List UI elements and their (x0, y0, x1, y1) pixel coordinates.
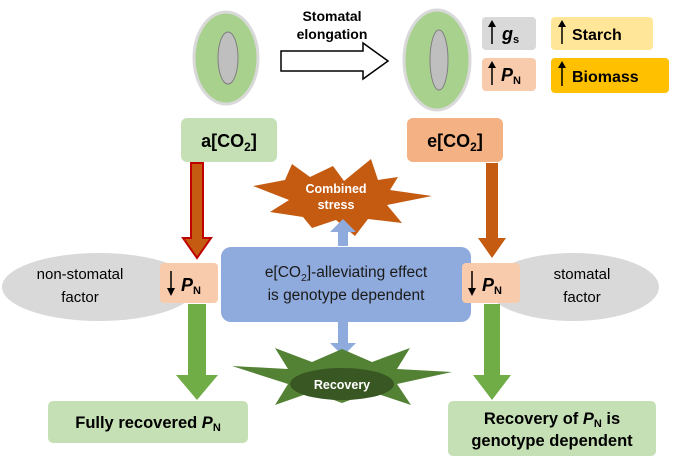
non-stomatal-ellipse (2, 253, 196, 321)
svg-text:PN: PN (482, 275, 502, 297)
center-down-arrow (330, 322, 356, 356)
stomatal-label-line1: stomatal (554, 266, 611, 283)
non-stomatal-label-line1: non-stomatal (37, 266, 124, 283)
pn-badge-top: PN (482, 58, 536, 91)
result-left-box: Fully recovered PN (48, 401, 248, 443)
genotype-effect-line2: is genotype dependent (268, 287, 426, 304)
down-arrow-icon (167, 288, 175, 296)
elevated-co2-box: e[CO2] (407, 118, 503, 162)
center-up-arrow (330, 219, 356, 246)
pn-down-right: PN (462, 263, 520, 303)
elevated-down-arrow (478, 163, 506, 258)
svg-text:genotype dependent: genotype dependent (471, 432, 633, 450)
stoma-left-icon (192, 10, 260, 106)
stomatal-label-line2: factor (563, 289, 601, 306)
gs-badge: gs (482, 17, 536, 50)
gs-symbol: g (501, 24, 513, 44)
elongation-arrow (280, 41, 390, 81)
stomatal-ellipse (487, 253, 659, 321)
up-arrow-icon (558, 61, 566, 68)
biomass-label: Biomass (572, 69, 639, 86)
elongation-label-line2: elongation (297, 26, 368, 42)
pn-top-symbol: P (501, 65, 514, 85)
svg-text:PN: PN (501, 65, 521, 87)
ambient-down-arrow (181, 162, 213, 260)
svg-text:e[CO2]: e[CO2] (427, 131, 483, 154)
gs-subscript: s (513, 34, 519, 46)
genotype-effect-line1: e[CO2]-alleviating effect (265, 264, 428, 284)
stoma-right-icon (402, 8, 472, 112)
pn-down-left: PN (160, 263, 218, 303)
recovery-label: Recovery (314, 378, 370, 392)
elongation-label-line1: Stomatal (302, 8, 361, 24)
pn-top-subscript: N (513, 75, 521, 87)
up-arrow-icon (558, 20, 566, 27)
starch-label: Starch (572, 27, 622, 44)
stress-label-line2: stress (318, 198, 355, 212)
combined-stress-star (253, 159, 432, 236)
non-stomatal-label-line2: factor (61, 289, 99, 306)
svg-text:gs: gs (501, 24, 519, 46)
svg-text:PN: PN (181, 275, 201, 297)
up-arrow-icon (488, 61, 496, 68)
biomass-box: Biomass (551, 58, 669, 93)
right-green-arrow (473, 304, 511, 400)
left-green-arrow (176, 304, 218, 400)
up-arrow-icon (488, 20, 496, 27)
ambient-co2-box: a[CO2] (181, 118, 277, 162)
svg-text:Fully recovered PN: Fully recovered PN (75, 414, 221, 434)
svg-text:Recovery of PN is: Recovery of PN is (484, 410, 620, 430)
stress-label-line1: Combined (305, 182, 366, 196)
genotype-effect-box (221, 247, 471, 322)
result-right-box: Recovery of PN is genotype dependent (448, 401, 656, 456)
svg-text:a[CO2]: a[CO2] (201, 131, 257, 154)
recovery-ellipse (290, 368, 394, 400)
starch-box: Starch (551, 17, 653, 50)
down-arrow-icon (468, 288, 476, 296)
